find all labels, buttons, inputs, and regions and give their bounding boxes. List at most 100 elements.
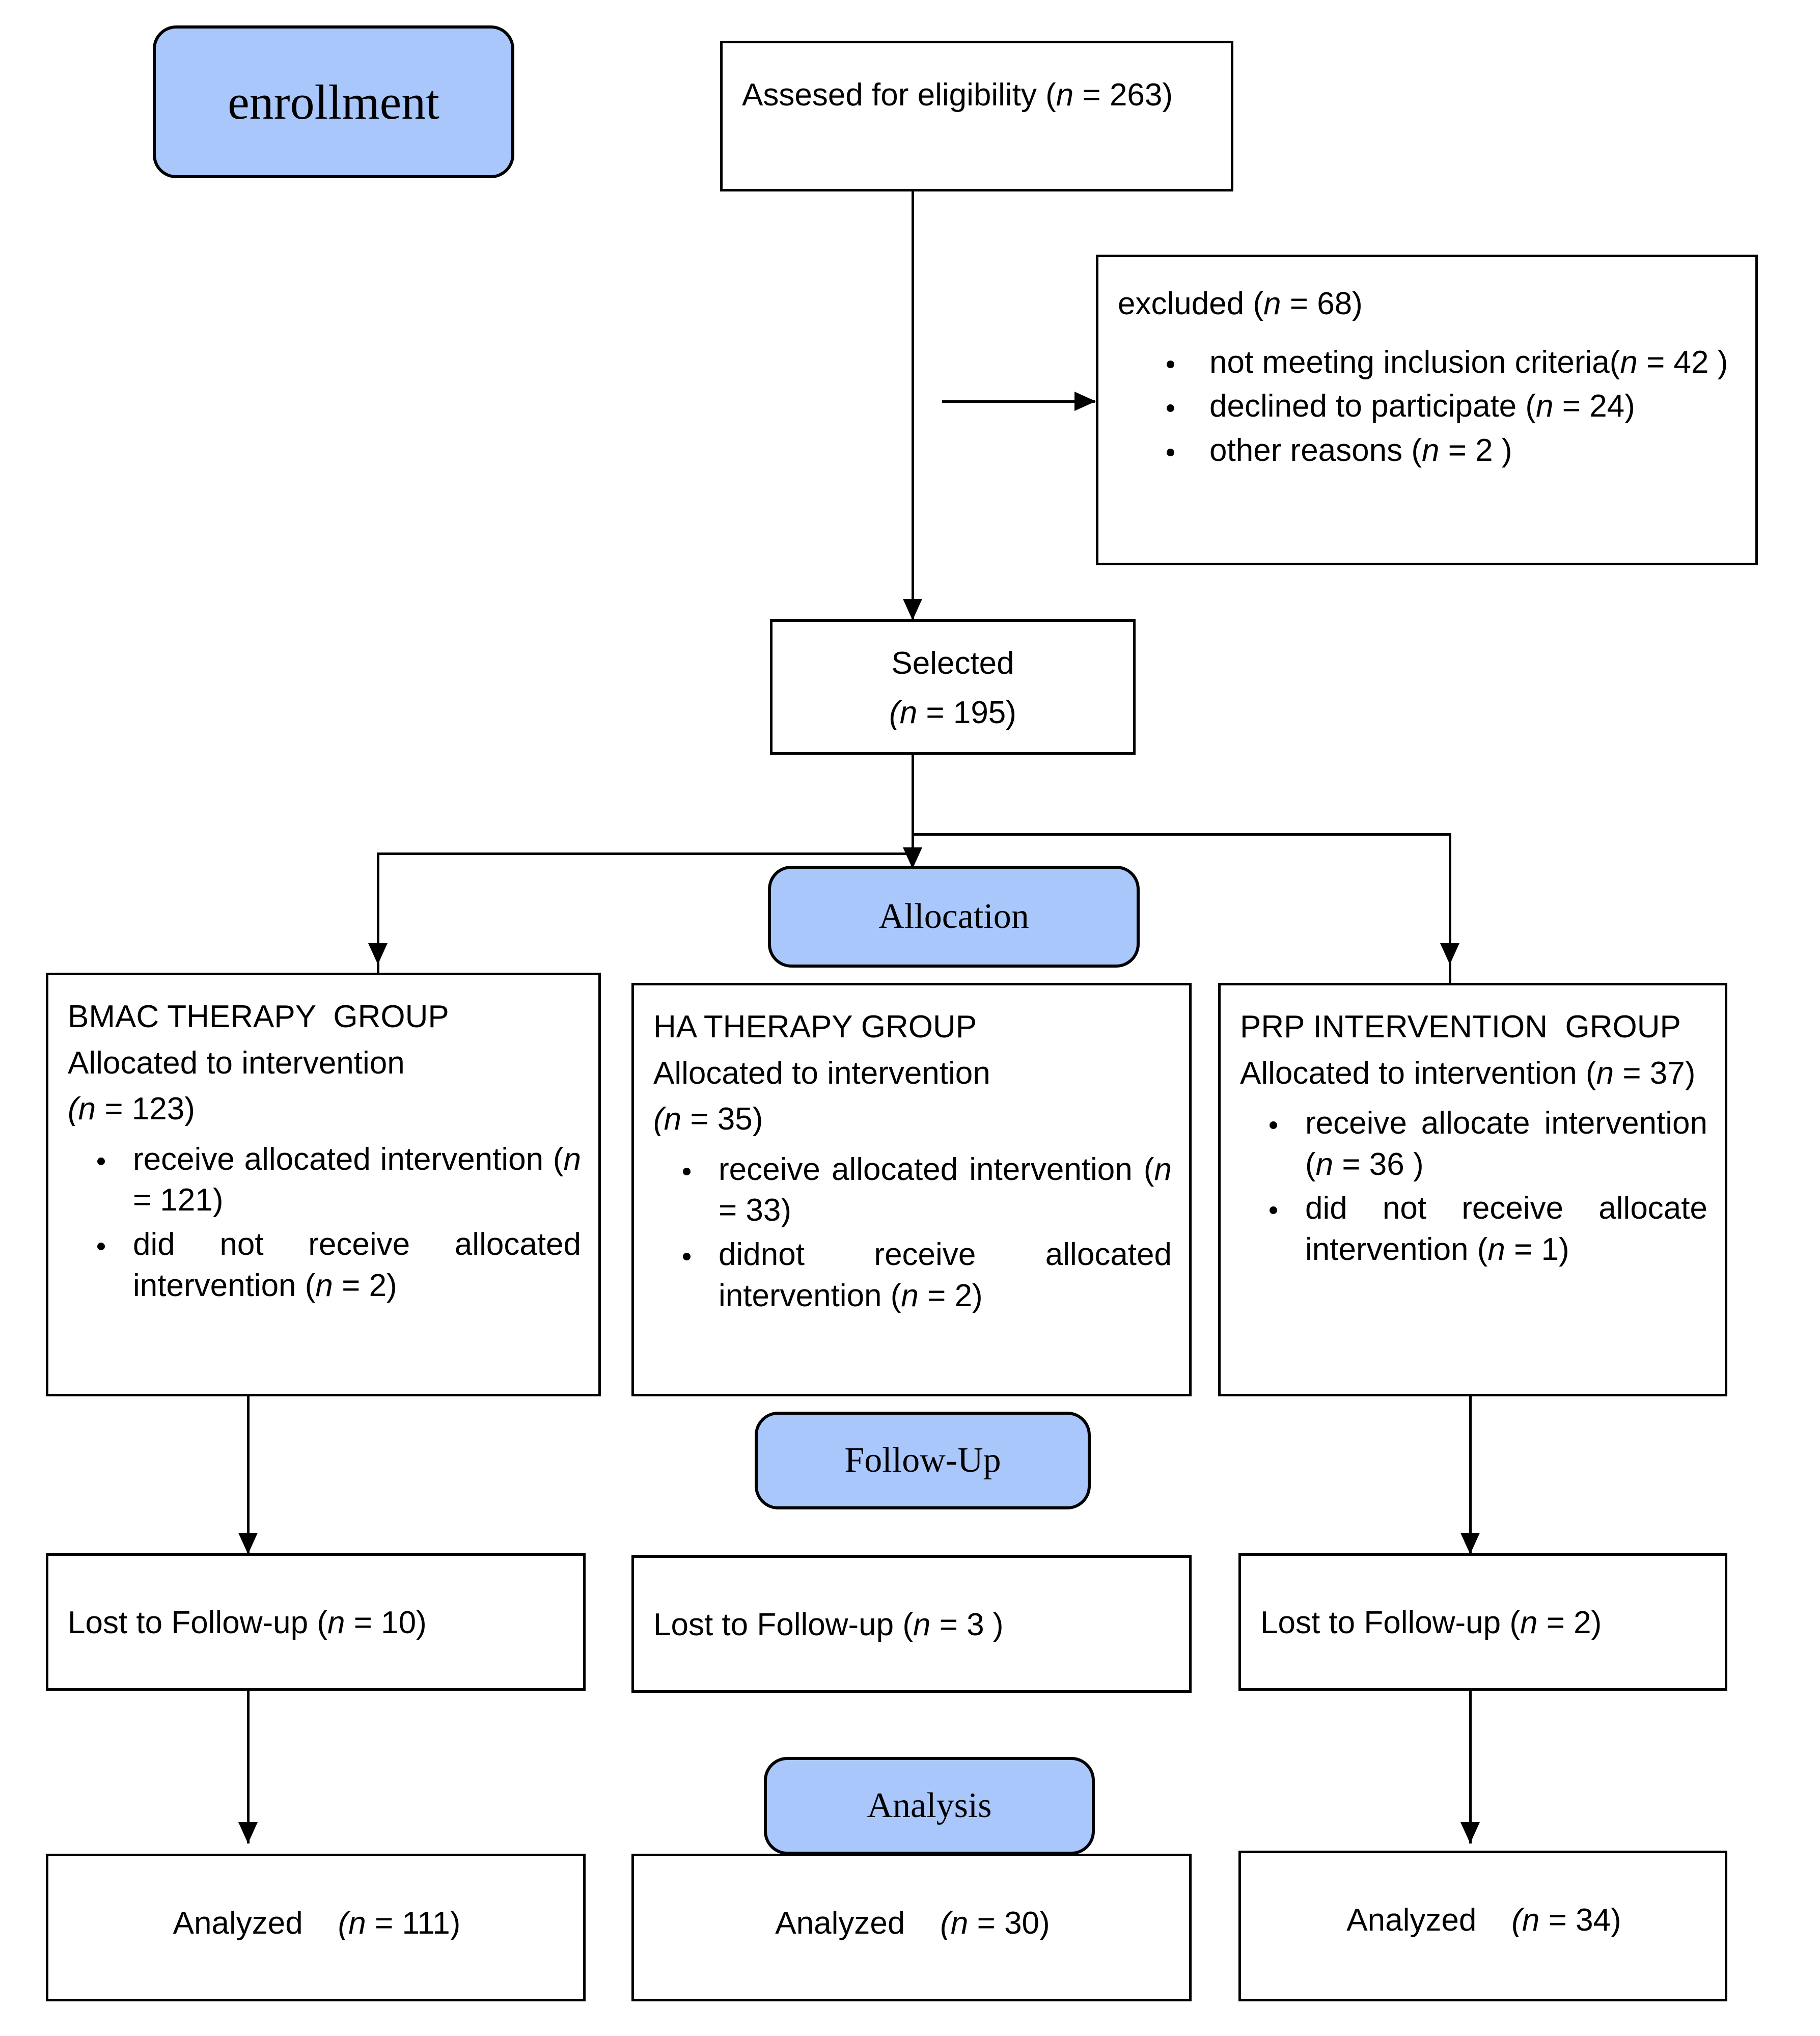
group-ha-allocated-label: Allocated to intervention (653, 1055, 990, 1091)
analyzed-prp-n-symbol: n (1522, 1903, 1540, 1938)
analyzed-prp-label: Analyzed (1346, 1903, 1477, 1938)
connector-bmac-to-lost-arrowhead (238, 1533, 258, 1554)
stage-label-follow-up-text: Follow-Up (844, 1441, 1001, 1480)
group-ha-bullet-1-n-symbol: n (901, 1278, 919, 1313)
group-bmac-title: BMAC THERAPY GROUP (68, 999, 449, 1034)
analyzed-bmac-text: Analyzed (n = 111) (68, 1903, 566, 1944)
group-prp-bullet-0-text: receive allocate intervention ( (1305, 1106, 1707, 1182)
group-ha-bullet-1-n-value: = 2) (918, 1278, 983, 1313)
assessed-n-symbol: n (1056, 77, 1074, 113)
connector-to-excluded-arrowhead (1074, 392, 1096, 411)
group-bmac-bullet-0-n-value: = 121) (133, 1182, 224, 1218)
connector-leg-center-arrowhead (903, 847, 922, 869)
stage-label-allocation: Allocation (768, 866, 1140, 968)
box-analyzed-bmac: Analyzed (n = 111) (46, 1854, 586, 2001)
assessed-label: Assesed for eligibility ( (742, 77, 1056, 113)
box-group-ha: HA THERAPY GROUP Allocated to interventi… (631, 983, 1192, 1396)
connector-bmac-to-lost (247, 1396, 250, 1554)
analyzed-ha-paren-open: ( (940, 1906, 951, 1941)
excluded-reason-2-text: other reasons ( (1209, 432, 1422, 468)
excluded-heading-n-value: = 68) (1281, 286, 1363, 321)
analyzed-ha-label: Analyzed (775, 1906, 905, 1941)
list-item: didnot receive allocated intervention (n… (653, 1234, 1172, 1316)
connector-to-excluded (942, 400, 1095, 403)
lost-bmac-label: Lost to Follow-up ( (68, 1605, 327, 1640)
box-analyzed-prp: Analyzed (n = 34) (1238, 1851, 1727, 2001)
analyzed-bmac-label: Analyzed (173, 1906, 303, 1941)
group-ha-bullet-1-text: didnot receive allocated intervention ( (719, 1236, 1172, 1313)
box-lost-bmac: Lost to Follow-up (n = 10) (46, 1553, 586, 1691)
box-analyzed-ha: Analyzed (n = 30) (631, 1854, 1192, 2001)
lost-prp-n-value: = 2) (1537, 1605, 1602, 1640)
analyzed-ha-text: Analyzed (n = 30) (653, 1903, 1172, 1944)
lost-bmac-text: Lost to Follow-up (n = 10) (68, 1603, 566, 1644)
list-item: declined to participate (n = 24) (1118, 386, 1738, 427)
list-item: other reasons (n = 2 ) (1118, 430, 1738, 472)
analyzed-prp-paren-open: ( (1511, 1903, 1522, 1938)
excluded-reason-1-n-symbol: n (1536, 389, 1554, 424)
lost-bmac-n-symbol: n (327, 1605, 345, 1640)
group-ha-bullet-0-text: receive allocated intervention ( (719, 1151, 1154, 1187)
stage-label-allocation-text: Allocation (878, 897, 1029, 936)
box-group-prp: PRP INTERVENTION GROUP Allocated to inte… (1218, 983, 1727, 1396)
analyzed-ha-n-value: = 30) (968, 1906, 1050, 1941)
analyzed-bmac-n-value: = 111) (366, 1906, 461, 1941)
group-bmac-bullet-0-n-symbol: n (563, 1141, 581, 1177)
connector-split-bar-right (912, 833, 1451, 836)
list-item: receive allocated intervention (n = 121) (68, 1139, 581, 1221)
connector-assessed-trunk (912, 191, 914, 619)
group-ha-allocated-count: (n = 35) (653, 1099, 1172, 1140)
group-bmac-paren-open: ( (68, 1091, 78, 1127)
group-prp-bullet-0-n-symbol: n (1315, 1146, 1334, 1182)
group-bmac-allocated-label: Allocated to intervention (68, 1045, 405, 1081)
analyzed-prp-n-value: = 34) (1539, 1903, 1621, 1938)
excluded-heading-n-symbol: n (1263, 286, 1281, 321)
connector-prp-to-lost-arrowhead (1460, 1533, 1480, 1554)
box-selected: Selected (n = 195) (770, 619, 1136, 755)
analyzed-bmac-paren-open: ( (338, 1906, 349, 1941)
connector-prp-to-analyzed (1469, 1691, 1472, 1844)
lost-ha-text: Lost to Follow-up (n = 3 ) (653, 1605, 1172, 1646)
list-item: did not receive allocate intervention (n… (1240, 1188, 1707, 1270)
selected-n-value: = 195) (917, 695, 1016, 730)
group-ha-n-symbol: n (664, 1102, 682, 1137)
selected-count: (n = 195) (783, 693, 1123, 734)
group-ha-paren-open: ( (653, 1102, 664, 1137)
assessed-text: Assesed for eligibility (n = 263) (742, 75, 1214, 116)
list-item: receive allocated intervention (n = 33) (653, 1149, 1172, 1231)
selected-label: Selected (891, 646, 1014, 681)
group-prp-bullet-1-n-value: = 1) (1505, 1231, 1569, 1267)
lost-ha-n-symbol: n (913, 1607, 931, 1642)
box-group-bmac: BMAC THERAPY GROUP Allocated to interven… (46, 973, 601, 1396)
assessed-n-value: = 263) (1073, 77, 1173, 113)
stage-label-follow-up: Follow-Up (755, 1412, 1091, 1509)
connector-leg-right-arrowhead (1440, 943, 1459, 965)
group-bmac-n-value: = 123) (96, 1091, 195, 1127)
group-prp-bullet-0-n-value: = 36 ) (1333, 1146, 1424, 1182)
group-bmac-bullet-1-text: did not receive allocated intervention ( (133, 1226, 581, 1303)
excluded-reason-2-n-symbol: n (1422, 432, 1440, 468)
selected-paren-open: ( (889, 695, 900, 730)
analyzed-ha-n-symbol: n (950, 1906, 969, 1941)
excluded-reason-2-n-value: = 2 ) (1439, 432, 1512, 468)
stage-label-analysis: Analysis (764, 1757, 1095, 1855)
excluded-heading-label: excluded ( (1118, 286, 1264, 321)
box-excluded: excluded (n = 68) not meeting inclusion … (1096, 255, 1758, 565)
lost-ha-label: Lost to Follow-up ( (653, 1607, 913, 1642)
connector-prp-to-analyzed-arrowhead (1460, 1822, 1480, 1844)
list-item: did not receive allocated intervention (… (68, 1224, 581, 1306)
box-assessed-for-eligibility: Assesed for eligibility (n = 263) (720, 41, 1233, 191)
lost-ha-n-value: = 3 ) (930, 1607, 1004, 1642)
excluded-heading: excluded (n = 68) (1118, 284, 1738, 325)
excluded-reason-1-n-value: = 24) (1553, 389, 1635, 424)
group-prp-bullet-1-n-symbol: n (1487, 1231, 1505, 1267)
lost-prp-n-symbol: n (1520, 1605, 1538, 1640)
group-prp-bullet-list: receive allocate intervention (n = 36 ) … (1240, 1103, 1707, 1270)
group-bmac-bullet-1-n-symbol: n (315, 1268, 333, 1303)
excluded-reason-0-n-value: = 42 ) (1637, 344, 1728, 380)
group-bmac-bullet-0-text: receive allocated intervention ( (133, 1141, 564, 1177)
group-prp-n-value: = 37) (1614, 1055, 1696, 1091)
excluded-reason-1-text: declined to participate ( (1209, 389, 1536, 424)
group-bmac-n-symbol: n (78, 1091, 96, 1127)
excluded-reason-0-n-symbol: n (1620, 344, 1638, 380)
